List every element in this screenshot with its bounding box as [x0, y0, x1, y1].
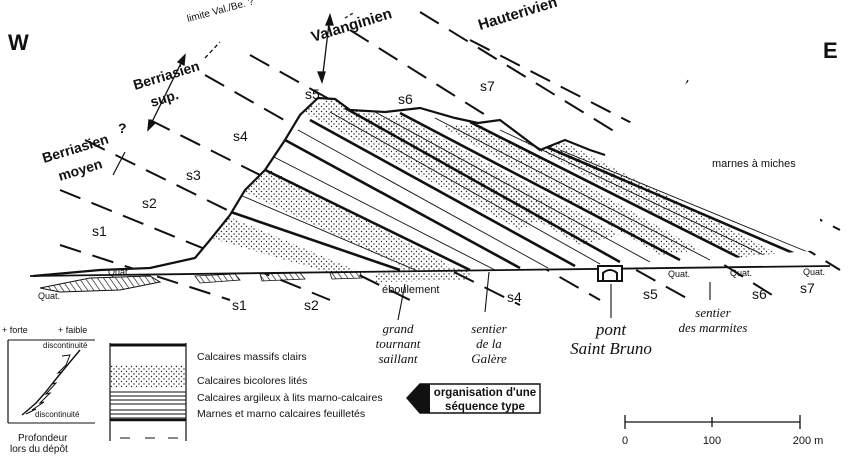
sequence-type-box: organisation d'une séquence type — [406, 383, 541, 414]
place-sentier-galere: sentier de la Galère — [471, 321, 507, 366]
svg-text:sentier: sentier — [695, 305, 731, 320]
seq-upper-s1: s1 — [92, 223, 107, 239]
seq-lower-s4: s4 — [507, 289, 522, 305]
ground-bed-outcrops — [194, 271, 363, 284]
quat-label-1: Quat. — [108, 267, 130, 277]
berriasien-moyen-arrow — [112, 151, 126, 176]
eboulement-label: éboulement — [382, 284, 440, 296]
lower-sequence-labels: s1 s2 s4 s5 s6 s7 — [232, 280, 815, 313]
svg-text:Saint Bruno: Saint Bruno — [570, 339, 652, 358]
east-label: E — [823, 38, 838, 63]
seq-upper-s4: s4 — [233, 128, 248, 144]
seq-lower-s5: s5 — [643, 286, 658, 302]
marnes-label: marnes à miches — [712, 158, 796, 170]
legend-item-marnes: Marnes et marno calcaires feuilletés — [197, 408, 365, 420]
seq-upper-s6: s6 — [398, 91, 413, 107]
legend-item-calcaires-massifs: Calcaires massifs clairs — [197, 351, 307, 363]
forte-label: + forte — [2, 325, 28, 335]
svg-text:pont: pont — [595, 320, 628, 339]
legend-item-calcaires-bicolores: Calcaires bicolores lités — [197, 375, 307, 387]
quaternary-deposit — [39, 275, 162, 293]
profondeur-label: Profondeur — [18, 433, 68, 444]
svg-text:tournant: tournant — [376, 336, 421, 351]
upper-sequence-labels: s1 s2 s3 s4 s5 s6 s7 — [92, 78, 495, 239]
scale-bar: 0 100 200 m — [622, 415, 823, 447]
place-sentier-marmites: sentier des marmites — [679, 305, 748, 335]
valanginien-label: Valanginien — [309, 5, 394, 46]
discontinuite-top: discontinuité — [43, 341, 88, 350]
scale-tick-0: 0 — [622, 435, 628, 447]
sequence-box-line2: séquence type — [445, 401, 525, 413]
seq-lower-s7: s7 — [800, 280, 815, 296]
svg-text:de la: de la — [476, 336, 502, 351]
bridge-icon — [597, 265, 623, 282]
svg-text:saillant: saillant — [378, 351, 417, 366]
eboulement-deposit — [375, 264, 470, 282]
quat-label-3: Quat. — [668, 269, 690, 279]
limite-label: limite Val./Be. ? — [186, 0, 256, 25]
profondeur-sub-label: lors du dépôt — [10, 444, 68, 455]
west-label: W — [8, 30, 29, 55]
scale-tick-100: 100 — [703, 435, 721, 447]
quat-label-5: Quat. — [803, 267, 825, 277]
berriasien-sup-sub-label: sup. — [148, 86, 180, 110]
discontinuite-bottom: discontinuité — [35, 410, 80, 419]
place-grand-tournant: grand tournant saillant — [376, 321, 421, 366]
seq-upper-s2: s2 — [142, 195, 157, 211]
quat-label-4: Quat. — [730, 268, 752, 278]
place-pont-saint-bruno: pont Saint Bruno — [570, 320, 652, 358]
berriasien-sup-label: Berriasien — [131, 58, 201, 93]
scale-tick-200: 200 m — [793, 435, 824, 447]
svg-text:des marmites: des marmites — [679, 320, 748, 335]
svg-text:Galère: Galère — [471, 351, 507, 366]
seq-lower-s6: s6 — [752, 286, 767, 302]
svg-text:grand: grand — [382, 321, 414, 336]
seq-lower-s2: s2 — [304, 297, 319, 313]
seq-upper-s5: s5 — [305, 86, 320, 102]
quat-label-2: Quat. — [38, 291, 60, 301]
legend-item-calcaires-argileux: Calcaires argileux à lits marno-calcaire… — [197, 392, 383, 404]
hauterivien-label: Hauterivien — [476, 0, 559, 34]
lithology-legend: Calcaires massifs clairs Calcaires bicol… — [109, 343, 383, 441]
seq-lower-s1: s1 — [232, 297, 247, 313]
seq-upper-s7: s7 — [480, 78, 495, 94]
leader-lines — [397, 271, 711, 321]
sequence-box-line1: organisation d'une — [434, 387, 536, 399]
ridge-outline — [32, 96, 606, 278]
seq-upper-s3: s3 — [186, 167, 201, 183]
stage-arrows — [147, 11, 356, 132]
svg-text:sentier: sentier — [471, 321, 507, 336]
question-mark: ? — [118, 120, 127, 136]
faible-label: + faible — [58, 325, 87, 335]
depth-profile: + forte + faible discontinuité discontin… — [2, 325, 95, 455]
